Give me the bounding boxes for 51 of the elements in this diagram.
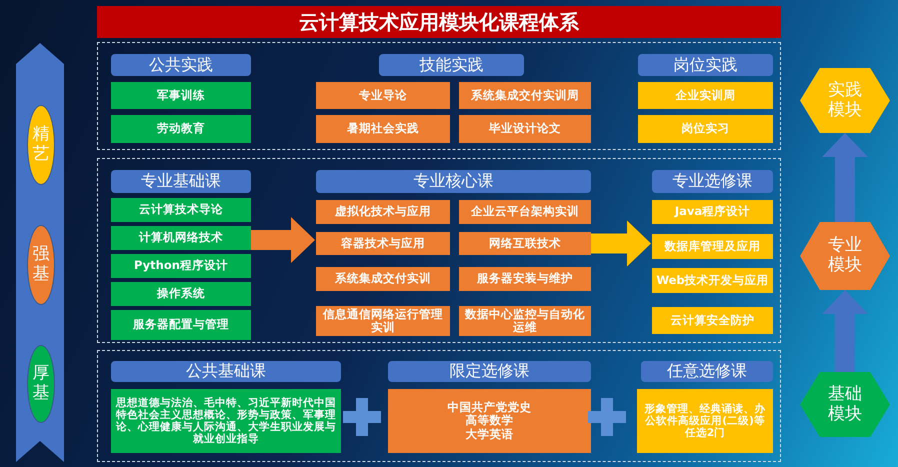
course-box: 思想道德与法治、毛中特、习近平新时代中国特色社会主义思想概论、形势与政策、军事理论、心理健康与人际沟通、大学生职业发展与就业创业指导 [111,389,341,453]
header-bar: 公共基础课 [111,361,341,382]
course-box: 云计算安全防护 [652,307,773,334]
header-bar: 技能实践 [379,54,524,76]
course-box: 系统集成交付实训周 [459,82,591,109]
course-box: Python程序设计 [111,254,251,278]
section-frame [97,42,781,150]
course-box [388,389,591,453]
course-box: 服务器配置与管理 [111,310,251,340]
course-box: 容器技术与应用 [316,232,450,255]
course-box: 数据中心监控与自动化运维 [459,306,591,336]
title-bar: 云计算技术应用模块化课程体系 [97,6,781,38]
level-oval: 强基 [27,225,55,305]
course-box: 暑期社会实践 [316,115,450,143]
course-name: 高等数学 [466,414,514,428]
header-bar: 限定选修课 [388,361,591,382]
course-box: 信息通信网络运行管理实训 [316,306,450,336]
course-name: 大学英语 [466,428,514,441]
course-box: 形象管理、经典诵读、办公软件高级应用(二级)等任选2门 [637,389,773,453]
course-box: 毕业设计论文 [459,115,591,143]
course-box: 服务器安装与维护 [459,267,591,291]
course-box: 劳动教育 [111,115,251,143]
header-bar: 任意选修课 [641,361,773,382]
section-frame [97,158,781,343]
course-box: Java程序设计 [652,200,773,224]
course-name: 中国共产党党史 [448,401,532,414]
section-frame [97,350,781,462]
level-oval: 精艺 [27,105,55,185]
block-arrow [590,220,651,266]
header-bar: 公共实践 [111,54,251,76]
level-oval: 厚基 [27,345,55,423]
course-box: Web技术开发与应用 [652,268,773,293]
course-box: 专业导论 [316,82,450,109]
course-box: 操作系统 [111,282,251,306]
block-arrow [250,217,315,263]
course-box: 网络互联技术 [459,232,591,255]
course-box: 云计算技术导论 [111,198,251,222]
header-bar: 专业基础课 [111,170,251,193]
course-box: 军事训练 [111,82,251,109]
course-box: 虚拟化技术与应用 [316,200,450,224]
block-arrow [822,133,868,222]
header-bar: 专业选修课 [652,170,773,193]
course-box: 系统集成交付实训 [316,267,450,291]
header-bar: 专业核心课 [316,170,591,193]
course-box: 企业云平台架构实训 [459,200,591,224]
course-box: 计算机网络技术 [111,226,251,250]
course-box: 岗位实习 [638,115,773,143]
block-arrow [822,290,868,372]
header-bar: 岗位实践 [638,54,773,76]
course-box: 数据库管理及应用 [652,234,773,259]
course-box: 企业实训周 [638,82,773,109]
